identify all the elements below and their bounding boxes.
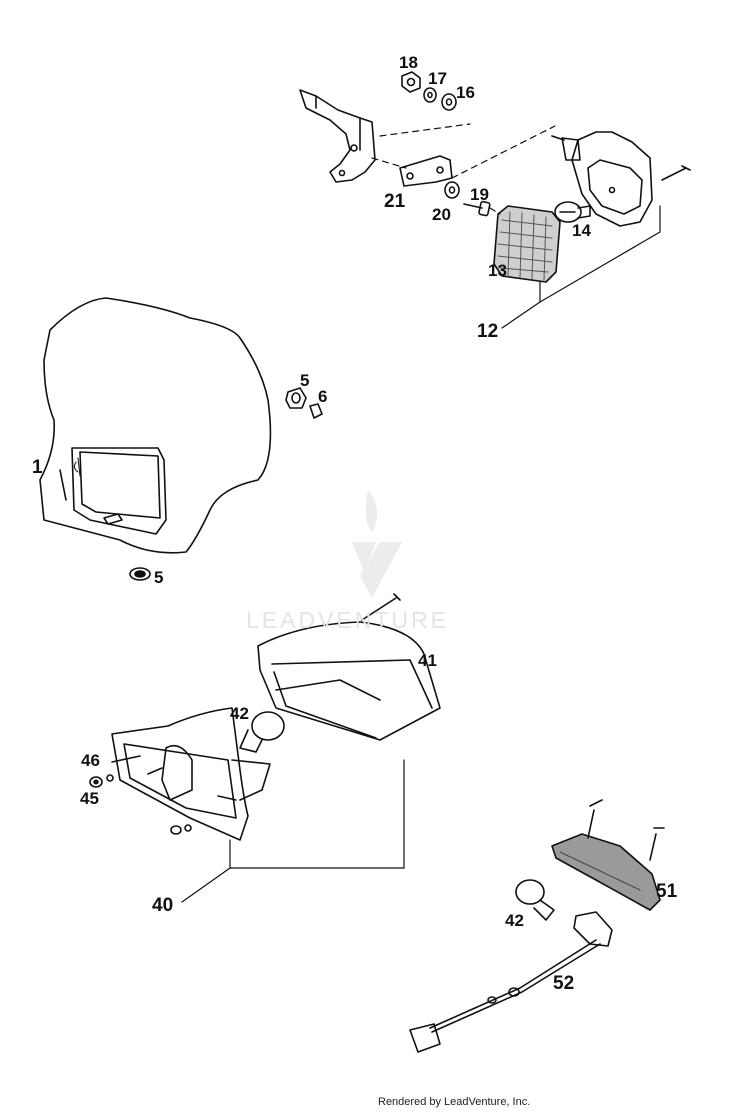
screw-signal [661, 165, 691, 181]
callout-14: 14 [572, 221, 591, 240]
nut-18 [401, 71, 421, 93]
grommet-5-top [285, 387, 307, 409]
watermark-logo [352, 490, 402, 598]
washer-20 [444, 181, 460, 199]
callout-52: 52 [553, 973, 575, 994]
screw-19 [463, 200, 491, 217]
callout-5-lower: 5 [154, 568, 164, 587]
bulb-42-license [515, 879, 555, 921]
callout-19: 19 [470, 185, 489, 204]
guide-lines-top [371, 123, 556, 215]
callout-46: 46 [81, 751, 100, 770]
bulb-14 [554, 201, 591, 223]
screw-51a [587, 799, 603, 839]
callout-42-taillight: 42 [230, 704, 249, 723]
leader-12 [501, 205, 661, 329]
footer-credit: Rendered by LeadVenture, Inc. [378, 1096, 531, 1108]
washer-16 [441, 93, 457, 111]
stud-46 [111, 755, 141, 763]
lens-13 [493, 205, 561, 283]
nut-45 [89, 774, 192, 835]
screw-51b [649, 827, 665, 861]
callout-18: 18 [399, 53, 418, 72]
washer-17 [423, 87, 437, 103]
headlight-mask-1 [39, 297, 272, 554]
callout-12: 12 [477, 321, 499, 342]
turn-signal-housing [551, 131, 653, 227]
grommet-5-bottom [129, 567, 151, 581]
callout-16: 16 [456, 83, 475, 102]
taillight-cover-41 [257, 621, 441, 741]
plate-bracket-21 [399, 155, 453, 187]
bulb-42-taillight [239, 711, 285, 753]
watermark-text: LEADVENTURE [246, 607, 449, 633]
callout-42-license: 42 [505, 911, 524, 930]
long-screw [361, 593, 401, 621]
callout-5-upper: 5 [300, 371, 310, 390]
leader-40 [181, 759, 405, 903]
callout-21: 21 [384, 191, 406, 212]
callout-6: 6 [318, 387, 328, 406]
callout-41: 41 [418, 651, 437, 670]
callout-1: 1 [32, 457, 43, 478]
callout-17: 17 [428, 69, 447, 88]
callout-51: 51 [656, 881, 678, 902]
mount-bracket [299, 89, 376, 183]
callout-40: 40 [152, 895, 174, 916]
socket-wire-52 [409, 911, 613, 1053]
taillight-base [111, 707, 271, 841]
callout-45: 45 [80, 789, 99, 808]
callout-20: 20 [432, 205, 451, 224]
spacer-6 [309, 403, 323, 419]
reflector-51 [551, 833, 661, 911]
callout-13: 13 [488, 261, 507, 280]
